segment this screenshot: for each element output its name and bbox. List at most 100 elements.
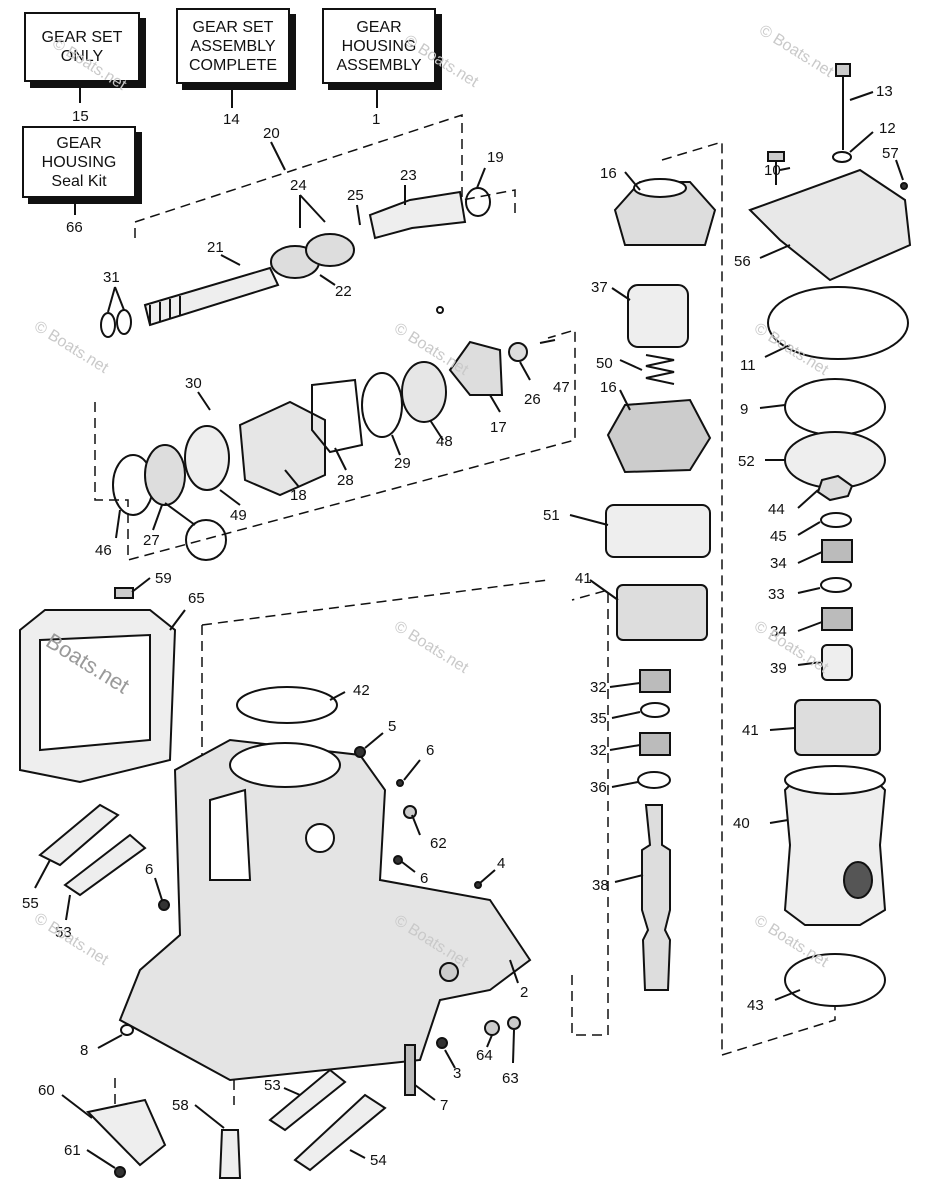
callout-number: 24 (290, 177, 307, 194)
callout-number: 6 (145, 861, 153, 878)
plate-53-left (63, 833, 147, 897)
callout-number: 19 (487, 149, 504, 166)
callout-number: 60 (38, 1082, 55, 1099)
bearing-41-right (794, 699, 881, 756)
callout-number: 52 (738, 453, 755, 470)
callout-number: 21 (207, 239, 224, 256)
callout-number: 47 (553, 379, 570, 396)
plate-55 (38, 803, 120, 867)
callout-numbers: 2024232519212231301828294817264746274916… (22, 83, 899, 1169)
callout-number: 6 (426, 742, 434, 759)
gear-set-only-box: GEAR SET ONLY (24, 12, 140, 82)
anode-58 (218, 1129, 242, 1179)
callout-number: 29 (394, 455, 411, 472)
callout-number: 32 (590, 742, 607, 759)
callout-number: 31 (103, 269, 120, 286)
bearing-cup-51 (605, 504, 711, 558)
gear-16-lower (606, 398, 712, 474)
callout-number: 42 (353, 682, 370, 699)
callout-number: 58 (172, 1097, 189, 1114)
callout-number: 53 (55, 924, 72, 941)
callout-number: 8 (80, 1042, 88, 1059)
callout-number: 16 (600, 379, 617, 396)
callout-number: 7 (440, 1097, 448, 1114)
oring-29 (361, 372, 403, 438)
callout-number: 46 (95, 542, 112, 559)
spring-50 (645, 354, 675, 385)
callout-number: 23 (400, 167, 417, 184)
callout-number: 36 (590, 779, 607, 796)
callout-number: 45 (770, 528, 787, 545)
callout-number: 43 (747, 997, 764, 1014)
ring-43 (784, 953, 886, 1007)
callout-number: 32 (590, 679, 607, 696)
gear-housing-assembly-box: GEAR HOUSING ASSEMBLY (322, 8, 436, 84)
gear-stack-frame (571, 140, 836, 1056)
callout-number: 25 (347, 187, 364, 204)
callout-number: 44 (768, 501, 785, 518)
seal-kit-box: GEAR HOUSING Seal Kit (22, 126, 136, 198)
cover-56 (748, 168, 912, 282)
bearing-32-b (639, 732, 671, 756)
callout-number: 55 (22, 895, 39, 912)
callout-number: 22 (335, 283, 352, 300)
plate-54 (293, 1093, 387, 1172)
callout-number: 28 (337, 472, 354, 489)
callout-number: 35 (590, 710, 607, 727)
callout-number: 16 (600, 165, 617, 182)
carrier-40 (783, 774, 887, 926)
plate-60 (86, 1098, 167, 1167)
bearing-41-center (616, 584, 708, 641)
callout-number: 41 (575, 570, 592, 587)
callout-number: 9 (740, 401, 748, 418)
callout-number: 34 (770, 555, 787, 572)
bearing-32-a (639, 669, 671, 693)
callout-number: 27 (143, 532, 160, 549)
callout-number: 17 (490, 419, 507, 436)
callout-number: 41 (742, 722, 759, 739)
gear-set-assembly-box: GEAR SET ASSEMBLY COMPLETE (176, 8, 290, 84)
ring-9 (784, 378, 886, 436)
callout-number: 18 (290, 487, 307, 504)
callout-number: 50 (596, 355, 613, 372)
callout-number: 61 (64, 1142, 81, 1159)
callout-number: 26 (524, 391, 541, 408)
callout-number: 13 (876, 83, 893, 100)
callout-number: 10 (764, 162, 781, 179)
pinion-shaft-38 (641, 804, 672, 991)
callout-number: 65 (188, 590, 205, 607)
callout-number: 38 (592, 877, 609, 894)
oring-11 (767, 286, 909, 360)
bearing-48 (401, 361, 447, 423)
pinion-17 (448, 340, 504, 396)
callout-number: 64 (476, 1047, 493, 1064)
callout-number: 48 (436, 433, 453, 450)
callout-number: 54 (370, 1152, 387, 1169)
plate-53-bottom (268, 1068, 347, 1132)
callout-number: 6 (420, 870, 428, 887)
callout-number: 51 (543, 507, 560, 524)
callout-number: 39 (770, 660, 787, 677)
callout-number: 49 (230, 507, 247, 524)
gasket-28 (311, 378, 364, 454)
callout-number: 2 (520, 984, 528, 1001)
nut-44 (816, 474, 854, 502)
callout-number: 57 (882, 145, 899, 162)
callout-number: 34 (770, 623, 787, 640)
oring-42 (236, 686, 338, 724)
callout-number: 62 (430, 835, 447, 852)
callout-number: 30 (185, 375, 202, 392)
driveshaft-21 (143, 233, 355, 327)
callout-number: 20 (263, 125, 280, 142)
callout-number: 4 (497, 855, 505, 872)
bearing-housing-18 (238, 400, 326, 497)
callout-number: 33 (768, 586, 785, 603)
callout-number: 56 (734, 253, 751, 270)
callout-number: 63 (502, 1070, 519, 1087)
callout-number: 3 (453, 1065, 461, 1082)
yoke-23 (368, 190, 467, 240)
callout-number: 59 (155, 570, 172, 587)
callout-number: 5 (388, 718, 396, 735)
